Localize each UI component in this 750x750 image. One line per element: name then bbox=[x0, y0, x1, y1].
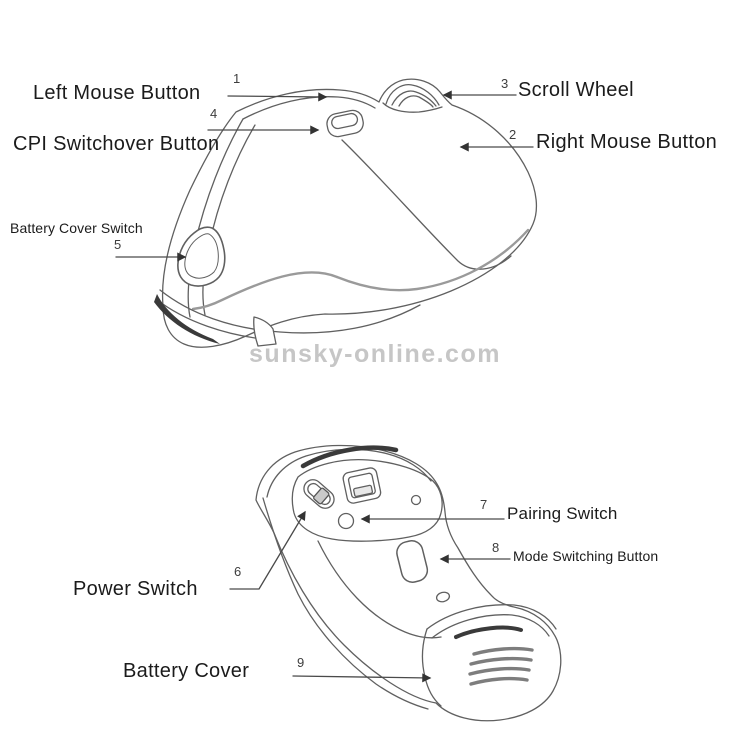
callout-number-8: 8 bbox=[492, 540, 500, 555]
leader-1-left-mouse-button bbox=[227, 92, 328, 102]
top-view-drawing bbox=[154, 78, 538, 348]
power-switch-shape bbox=[303, 479, 335, 509]
label-left-mouse-button: Left Mouse Button bbox=[33, 82, 201, 104]
label-mode-switching-button: Mode Switching Button bbox=[513, 548, 659, 564]
callout-leader-lines bbox=[115, 90, 534, 683]
pairing-button-shape bbox=[337, 512, 355, 530]
mode-button-shape bbox=[396, 540, 429, 583]
callout-number-3: 3 bbox=[501, 76, 509, 91]
callout-number-5: 5 bbox=[114, 237, 122, 252]
sensor-window-shape bbox=[342, 467, 382, 504]
leader-6-power-switch bbox=[229, 510, 306, 590]
scroll-wheel-shape bbox=[382, 84, 443, 113]
label-right-mouse-button: Right Mouse Button bbox=[536, 131, 718, 153]
watermark-text: sunsky-online.com bbox=[249, 340, 501, 368]
label-battery-cover-switch: Battery Cover Switch bbox=[10, 220, 143, 236]
label-battery-cover: Battery Cover bbox=[123, 660, 250, 682]
callout-number-6: 6 bbox=[234, 564, 242, 579]
callout-number-1: 1 bbox=[233, 71, 241, 86]
battery-cover-switch-shape bbox=[177, 226, 226, 287]
label-cpi-switchover-button: CPI Switchover Button bbox=[13, 133, 220, 155]
label-scroll-wheel: Scroll Wheel bbox=[518, 79, 634, 101]
cpi-button-shape bbox=[326, 109, 364, 138]
base-foot bbox=[253, 316, 277, 347]
leader-9-battery-cover bbox=[292, 673, 432, 683]
front-screw-hole bbox=[410, 494, 422, 506]
label-pairing-switch: Pairing Switch bbox=[507, 504, 618, 523]
callout-number-9: 9 bbox=[297, 655, 305, 670]
rear-screw-hole bbox=[435, 591, 451, 603]
battery-cover-shape bbox=[421, 604, 557, 707]
label-power-switch: Power Switch bbox=[73, 578, 198, 600]
grip-ridges bbox=[468, 646, 534, 686]
callout-number-4: 4 bbox=[210, 106, 218, 121]
callout-number-2: 2 bbox=[509, 127, 517, 142]
bottom-panel-outline bbox=[291, 459, 443, 542]
callout-number-7: 7 bbox=[480, 497, 488, 512]
bottom-view-drawing bbox=[255, 444, 562, 722]
